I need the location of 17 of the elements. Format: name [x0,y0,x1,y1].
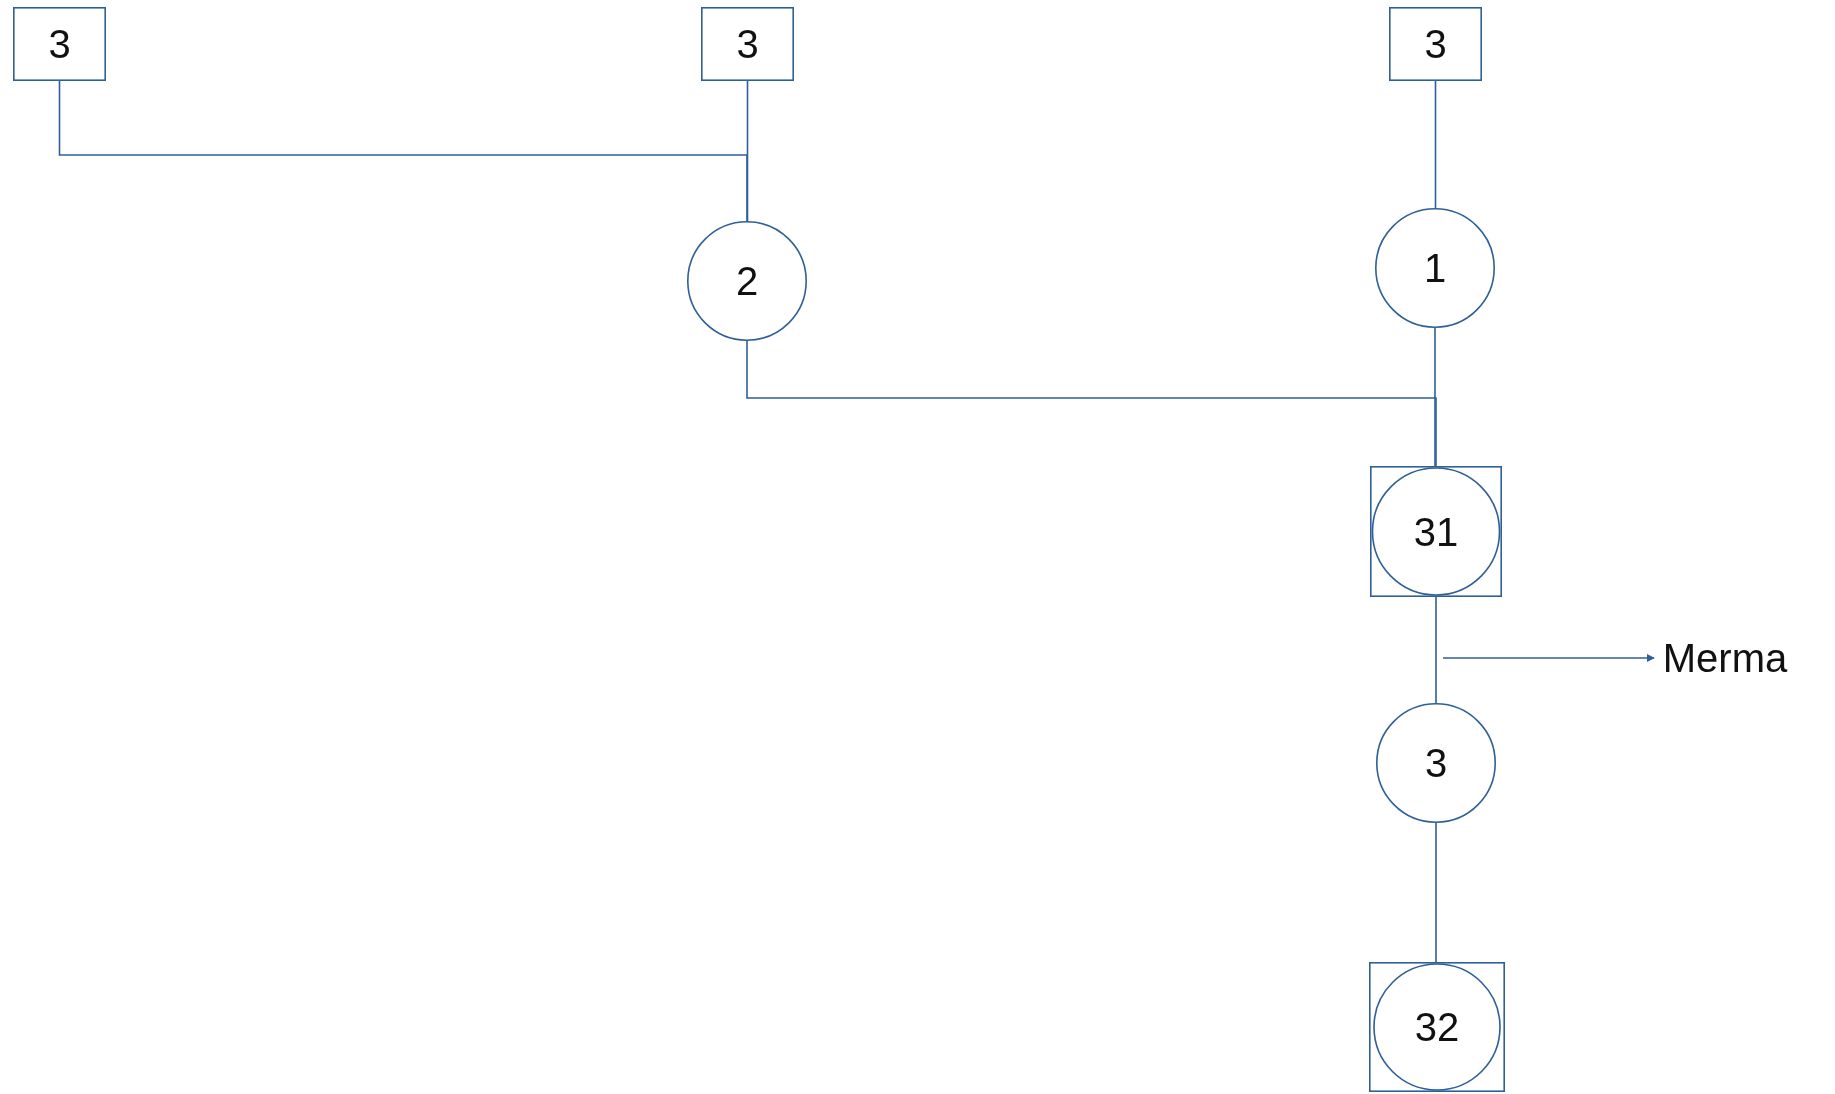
output-label: Merma [1662,638,1788,678]
connector-line [746,80,749,222]
connector-line [1434,80,1437,209]
arrow [1442,654,1655,662]
step-number: 31 [1413,511,1459,552]
step-number: 3 [48,24,71,64]
connector-line [1435,596,1437,704]
connector-line [1435,822,1437,963]
step-number: 3 [1424,24,1447,64]
step-number: 3 [1424,743,1448,783]
step-number: 2 [735,261,759,301]
connector-line [746,340,1437,467]
step-number: 1 [1423,248,1447,288]
step-number: 32 [1414,1007,1460,1047]
connector-line [58,80,748,222]
step-number: 3 [736,24,759,64]
connector-line [1434,327,1436,467]
